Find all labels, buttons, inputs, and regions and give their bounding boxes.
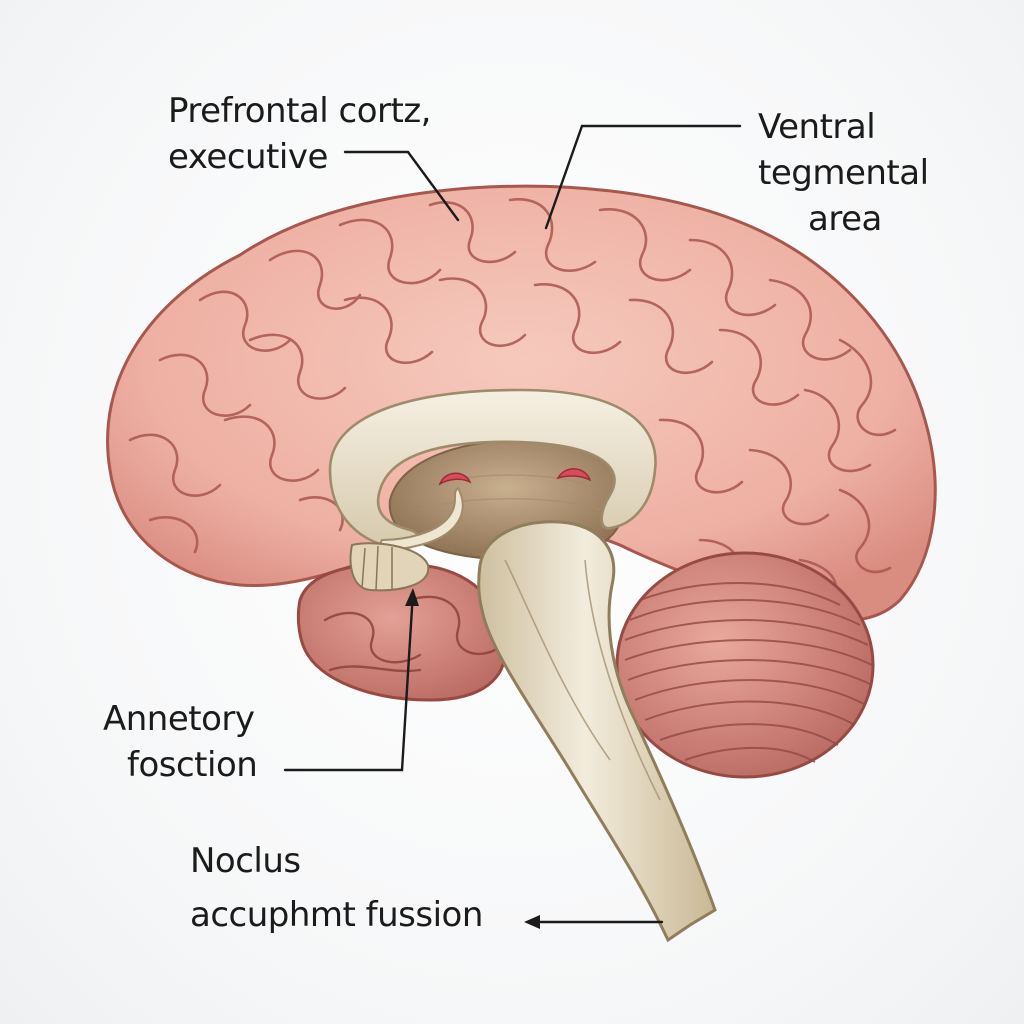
label-noclus-accuphmt: Noclus accuphmt fussion (190, 838, 483, 938)
label-vta-line2: tegmental (758, 153, 929, 193)
label-prefrontal-line1: Prefrontal cortz, (168, 91, 432, 131)
pointer-annetory (283, 590, 415, 772)
brainstem (477, 520, 717, 943)
annotation-lines (283, 124, 742, 924)
label-noclus-line2: accuphmt fussion (190, 895, 483, 935)
label-ventral-tegmental-area: Ventral tegmental area (758, 104, 929, 242)
label-vta-line1: Ventral (758, 107, 876, 147)
label-annetory-line2: fosction (127, 745, 258, 785)
pointer-vta (544, 124, 742, 230)
arrowhead-noclus (524, 915, 540, 929)
arrowheads (405, 588, 540, 929)
label-annetory-fosction: Annetory fosction (103, 696, 258, 788)
label-vta-line3: area (808, 199, 882, 239)
olfactory-structure (349, 542, 430, 592)
label-noclus-line1: Noclus (190, 841, 301, 881)
arrowhead-annetory (405, 588, 419, 606)
label-prefrontal-line2: executive (168, 137, 328, 177)
label-annetory-line1: Annetory (103, 699, 255, 739)
cerebellum (615, 551, 875, 779)
label-prefrontal-cortex: Prefrontal cortz, executive (168, 88, 432, 180)
gyri-pattern (128, 198, 897, 602)
nuclei-markers (438, 468, 592, 486)
pointer-prefrontal (343, 150, 460, 222)
